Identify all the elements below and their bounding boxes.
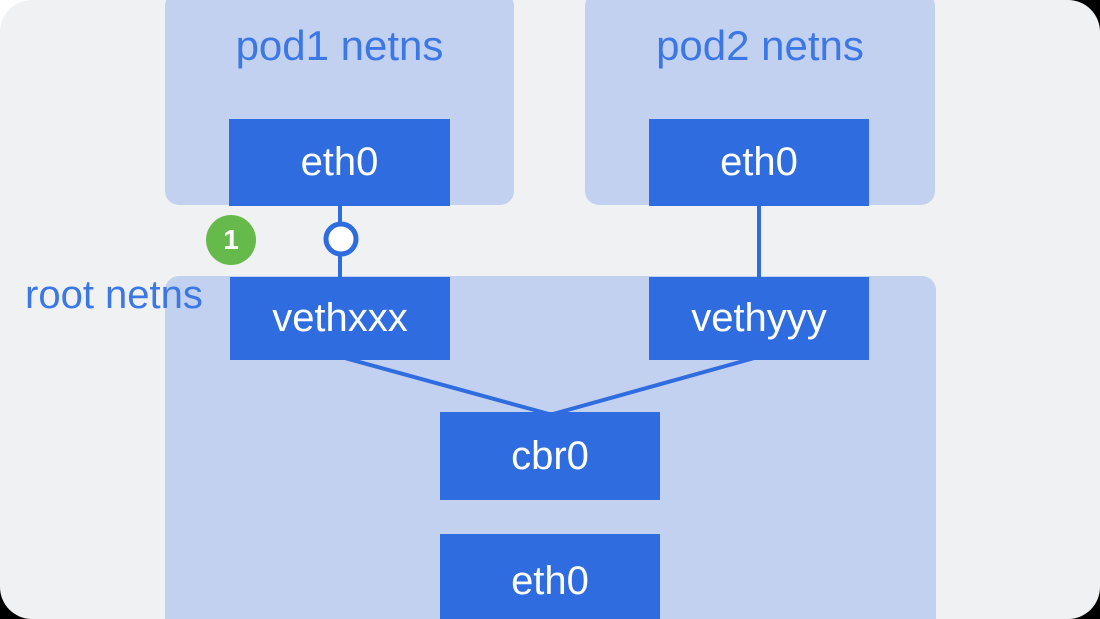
interface-node-pod1-eth0: eth0	[229, 119, 450, 206]
interface-node-vethxxx: vethxxx	[230, 277, 450, 360]
interface-node-pod2-eth0: eth0	[649, 119, 869, 206]
namespace-label-pod1: pod1 netns	[235, 22, 444, 69]
bridge-node-cbr0: cbr0	[440, 412, 660, 500]
callout-badge-1: 1	[206, 215, 256, 265]
veth-endpoint-marker	[323, 221, 359, 257]
interface-node-vethyyy: vethyyy	[649, 277, 869, 360]
namespace-label-root: root netns	[25, 273, 203, 317]
namespace-box-pod2: pod2 netns	[585, 0, 935, 205]
interface-node-root-eth0: eth0	[440, 534, 660, 619]
namespace-label-pod2: pod2 netns	[656, 22, 864, 69]
callout-number: 1	[223, 224, 239, 255]
